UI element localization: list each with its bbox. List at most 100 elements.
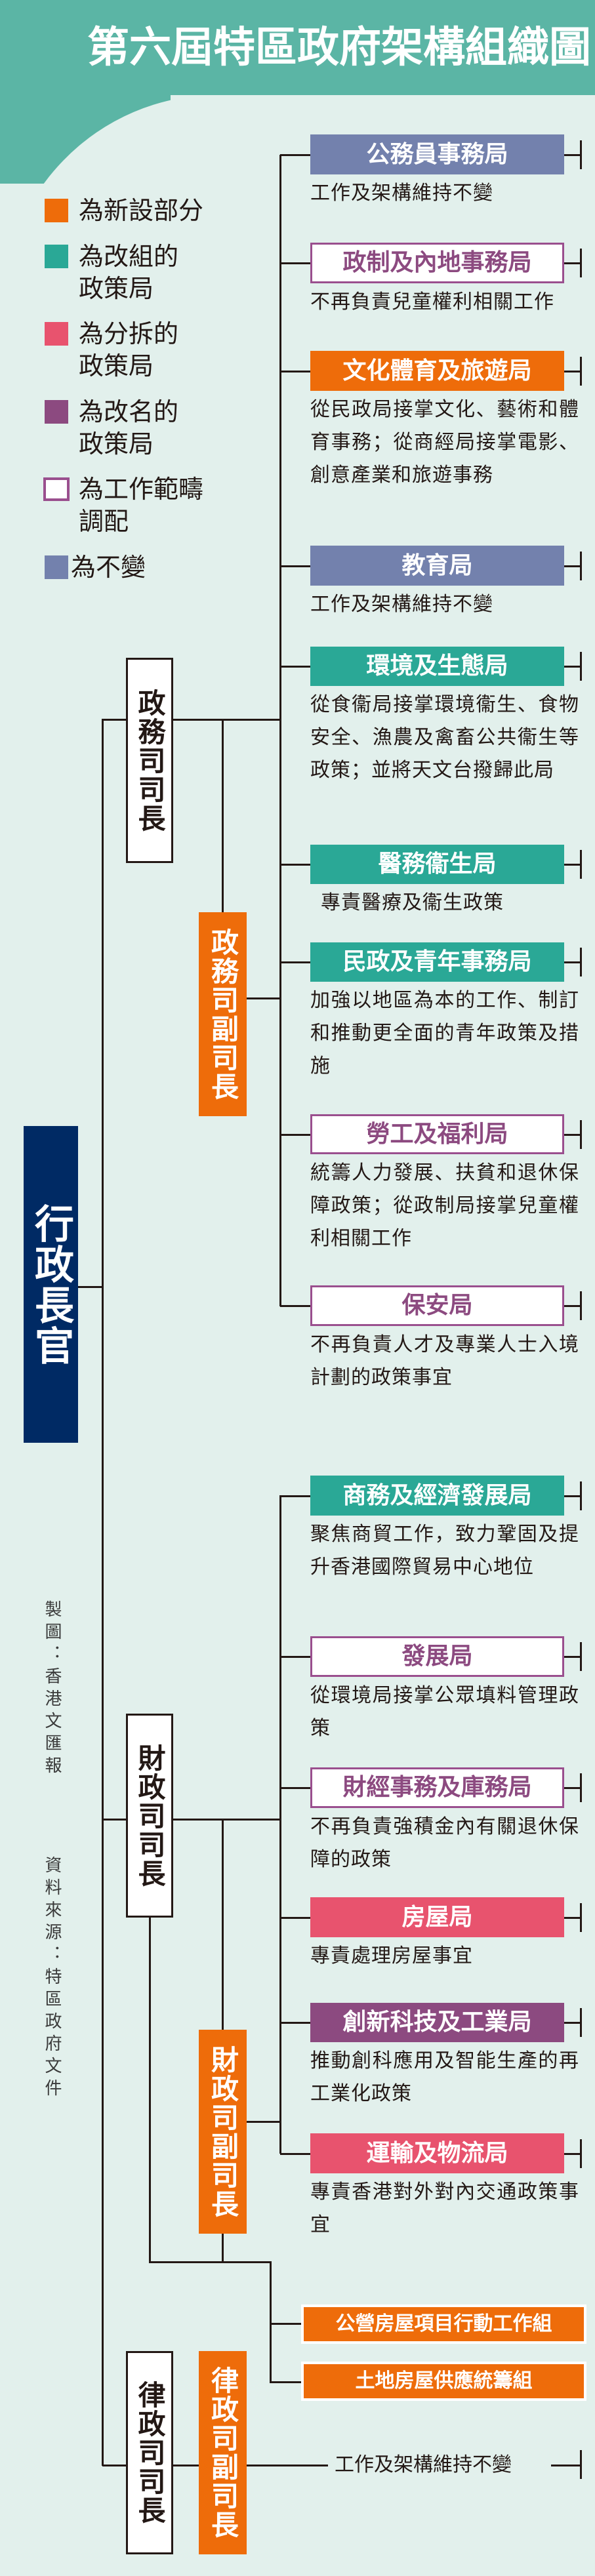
legend-swatch — [45, 199, 68, 222]
bureau-description: 不再負責人才及專業人士入境計劃的政策事宜 — [310, 1333, 579, 1389]
bureau-description: 從環境局接掌公眾填料管理政策 — [310, 1684, 579, 1740]
bureau-box: 房屋局 — [310, 1897, 564, 1937]
deputy-secretary-for-justice-box: 律政司副司長 — [199, 2351, 247, 2554]
bureau-description: 專責醫療及衞生政策 — [321, 891, 504, 914]
connector-line — [580, 948, 582, 976]
bureau-description: 不再負責兒童權利相關工作 — [310, 291, 554, 313]
connector-line — [564, 565, 581, 567]
connector-line — [270, 2381, 301, 2383]
legend-swatch — [45, 322, 68, 346]
bureau-box: 運輸及物流局 — [310, 2133, 564, 2173]
connector-line — [280, 864, 310, 866]
connector-line — [580, 2008, 582, 2037]
connector-line — [280, 371, 310, 372]
credit-source: 資料來源：特區政府文件 — [42, 1856, 62, 2101]
connector-line — [78, 1286, 102, 1288]
legend-swatch — [45, 555, 68, 579]
bureau-description: 專責處理房屋事宜 — [310, 1944, 473, 1967]
connector-line — [580, 357, 582, 386]
connector-line — [280, 666, 310, 668]
connector-line — [173, 2465, 199, 2466]
connector-line — [280, 1495, 310, 1497]
connector-line — [580, 1291, 582, 1320]
legend-label: 為改名的 政策局 — [79, 397, 179, 458]
connector-line — [564, 154, 581, 156]
bureau-description: 工作及架構維持不變 — [310, 182, 493, 205]
connector-line — [270, 2323, 301, 2325]
connector-line — [247, 997, 280, 999]
connector-line — [564, 1495, 581, 1497]
connector-line — [149, 2261, 272, 2263]
connector-line — [222, 2234, 224, 2263]
connector-line — [564, 864, 581, 866]
task-force-public-housing: 公營房屋項目行動工作組 — [301, 2304, 586, 2344]
connector-line — [279, 1495, 281, 2154]
connector-line — [280, 565, 310, 567]
connector-line — [102, 719, 104, 2466]
connector-line — [580, 552, 582, 580]
connector-line — [280, 1656, 310, 1658]
secretary-for-justice-box: 律政司司長 — [126, 2351, 173, 2554]
connector-line — [564, 961, 581, 963]
connector-line — [149, 1918, 151, 2263]
legend-swatch — [45, 245, 68, 268]
connector-line — [564, 371, 581, 372]
bureau-box: 環境及生態局 — [310, 647, 564, 686]
bureau-description: 推動創科應用及智能生產的再工業化政策 — [310, 2049, 579, 2105]
connector-line — [280, 2022, 310, 2024]
connector-line — [551, 2465, 581, 2466]
connector-line — [102, 719, 126, 721]
connector-line — [564, 1656, 581, 1658]
connector-line — [564, 1305, 581, 1307]
legend-label: 為分拆的 政策局 — [79, 319, 179, 380]
connector-line — [580, 2139, 582, 2168]
bureau-box: 文化體育及旅遊局 — [310, 351, 564, 391]
bureau-box: 公務員事務局 — [310, 134, 564, 174]
legend-label: 為不變 — [71, 553, 146, 582]
connector-line — [580, 1773, 582, 1802]
page-title: 第六屆特區政府架構組織圖 — [87, 24, 591, 72]
connector-line — [580, 1903, 582, 1932]
connector-line — [173, 719, 280, 721]
bureau-box: 商務及經濟發展局 — [310, 1476, 564, 1516]
bureau-description: 統籌人力發展、扶貧和退休保障政策；從政制局接掌兒童權利相關工作 — [310, 1161, 579, 1250]
bureau-box: 財經事務及庫務局 — [310, 1767, 564, 1808]
bureau-box: 教育局 — [310, 546, 564, 586]
bureau-box: 勞工及福利局 — [310, 1114, 564, 1154]
connector-line — [280, 262, 310, 264]
bureau-box: 創新科技及工業局 — [310, 2003, 564, 2042]
connector-line — [102, 2465, 126, 2466]
connector-line — [564, 2022, 581, 2024]
bureau-box: 醫務衞生局 — [310, 845, 564, 884]
financial-secretary-box: 財政司司長 — [126, 1714, 173, 1918]
connector-line — [564, 262, 581, 264]
connector-line — [580, 1120, 582, 1149]
connector-line — [580, 249, 582, 277]
connector-line — [580, 850, 582, 879]
legend-label: 為工作範疇 調配 — [79, 475, 204, 536]
bureau-description: 不再負責強積金內有關退休保障的政策 — [310, 1815, 579, 1871]
bureau-description: 從食衞局接掌環境衞生、食物安全、漁農及禽畜公共衞生等政策；並將天文台撥歸此局 — [310, 693, 579, 782]
connector-line — [280, 961, 310, 963]
connector-line — [280, 1305, 310, 1307]
connector-line — [247, 2121, 280, 2123]
connector-line — [222, 1819, 224, 2030]
connector-line — [580, 652, 582, 681]
connector-line — [580, 140, 582, 169]
bureau-box: 政制及內地事務局 — [310, 243, 564, 283]
connector-line — [280, 1787, 310, 1789]
connector-line — [247, 2465, 328, 2466]
credit-made-by: 製圖：香港文匯報 — [42, 1600, 62, 1779]
connector-line — [580, 1642, 582, 1671]
doj-note: 工作及架構維持不變 — [335, 2453, 512, 2476]
connector-line — [564, 1787, 581, 1789]
bureau-description: 工作及架構維持不變 — [310, 593, 493, 616]
legend-swatch — [43, 477, 70, 501]
connector-line — [270, 2261, 272, 2383]
connector-line — [564, 1134, 581, 1136]
bureau-box: 保安局 — [310, 1285, 564, 1326]
connector-line — [280, 154, 310, 156]
bureau-description: 加強以地區為本的工作、制訂和推動更全面的青年政策及措施 — [310, 989, 579, 1077]
connector-line — [564, 666, 581, 668]
legend-swatch — [45, 400, 68, 424]
